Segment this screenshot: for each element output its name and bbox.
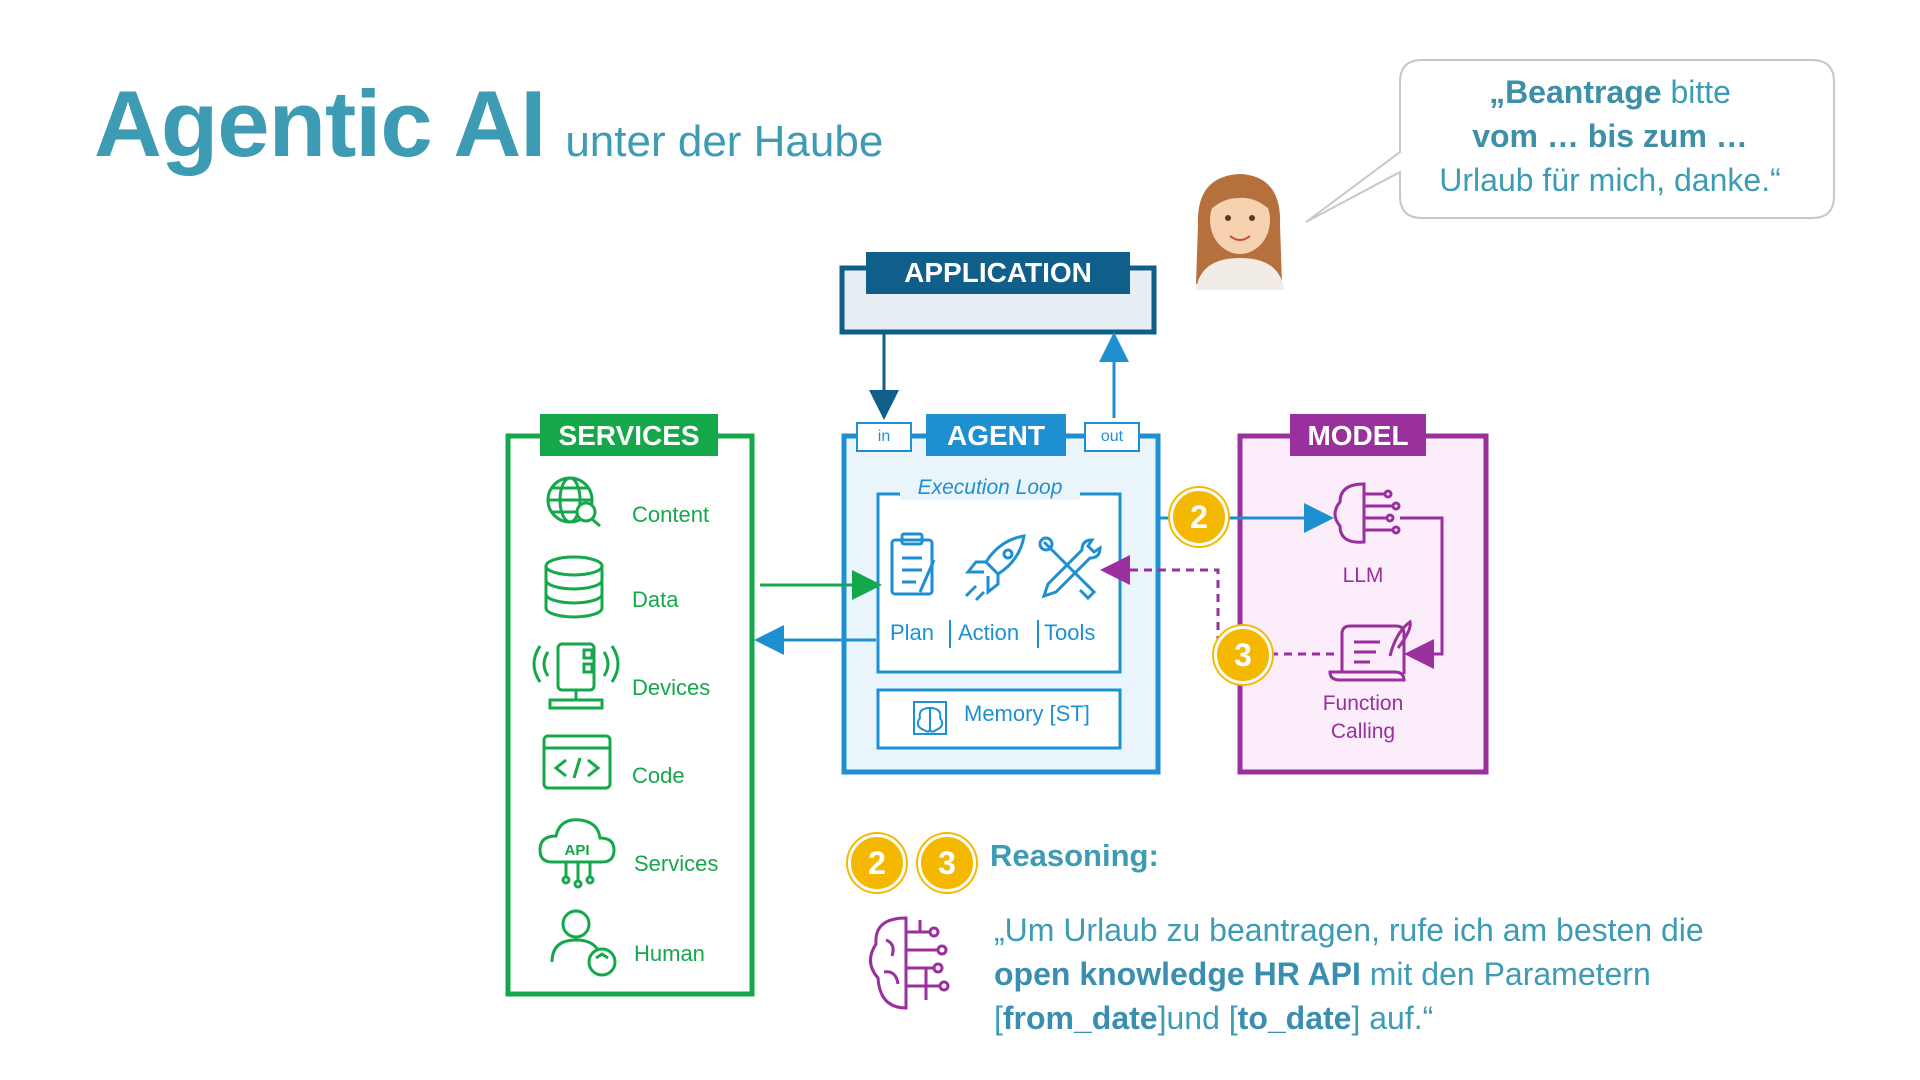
bubble-plain-2: Urlaub für mich, danke.“ <box>1439 162 1781 198</box>
reasoning-t2: open knowledge HR API <box>994 956 1361 992</box>
brain-memory-icon <box>913 701 947 735</box>
model-header: MODEL <box>1290 414 1426 456</box>
service-content: Content <box>540 480 740 550</box>
brain-llm-icon <box>1333 482 1401 544</box>
services-header: SERVICES <box>540 414 718 456</box>
step-badge-2: 2 <box>1170 488 1228 546</box>
out-tag: out <box>1084 422 1140 452</box>
title-sub: unter der Haube <box>565 117 884 166</box>
service-label: Code <box>632 763 685 788</box>
reasoning-t4: from_date <box>1002 1000 1158 1036</box>
function-label-2: Calling <box>1330 720 1396 743</box>
database-icon <box>544 555 604 619</box>
speech-bubble <box>1305 59 1835 223</box>
bubble-emph-2: vom … bis zum … <box>1472 118 1748 154</box>
reasoning-badge-2: 2 <box>848 834 906 892</box>
reasoning-t1: „Um Urlaub zu beantragen, rufe ich am be… <box>994 912 1704 948</box>
service-label: Devices <box>632 675 711 700</box>
llm-label: LLM <box>1342 564 1384 587</box>
brain-reasoning-icon <box>869 916 950 1010</box>
plan-label: Plan <box>890 620 935 645</box>
code-icon <box>542 734 612 790</box>
globe-search-icon <box>546 476 601 528</box>
application-header: APPLICATION <box>866 252 1130 294</box>
reasoning-t7: ] auf.“ <box>1351 1000 1434 1036</box>
service-code: Code <box>540 741 740 811</box>
rocket-action-icon <box>964 534 1026 602</box>
slide-title: Agentic AI unter der Haube <box>94 70 883 178</box>
svg-text:API: API <box>564 842 589 859</box>
llm-to-function-arrow <box>1400 516 1444 669</box>
person-avatar <box>1196 174 1284 290</box>
memory-label: Memory [ST] <box>964 701 1090 726</box>
service-devices: Devices <box>540 653 740 723</box>
human-icon <box>550 909 617 977</box>
device-icon <box>532 642 620 710</box>
scroll-function-icon <box>1328 619 1412 682</box>
tools-icon <box>1038 536 1102 601</box>
execution-loop-label: Execution Loop <box>900 476 1080 500</box>
service-label: Services <box>634 851 719 876</box>
service-human: Human <box>540 919 740 989</box>
service-services: Services <box>540 829 740 899</box>
speech-bubble-text: „Beantrage bitte vom … bis zum … Urlaub … <box>1400 70 1820 202</box>
service-label: Content <box>632 502 710 527</box>
service-data: Data <box>540 565 740 635</box>
api-cloud-icon <box>538 818 616 889</box>
service-label: Data <box>632 587 679 612</box>
step-badge-3: 3 <box>1214 626 1272 684</box>
tools-label: Tools <box>1044 620 1096 645</box>
service-label: Human <box>634 941 705 966</box>
bubble-plain-1: bitte <box>1661 74 1731 110</box>
reasoning-t5: ]und [ <box>1157 1000 1238 1036</box>
reasoning-label: Reasoning: <box>990 838 1159 873</box>
in-tag: in <box>856 422 912 452</box>
action-label: Action <box>958 620 1020 645</box>
reasoning-t6: to_date <box>1237 1000 1352 1036</box>
bubble-emph-1: „Beantrage <box>1489 74 1662 110</box>
reasoning-text: „Um Urlaub zu beantragen, rufe ich am be… <box>994 908 1754 1040</box>
clipboard-plan-icon <box>890 532 936 596</box>
reasoning-badge-3: 3 <box>918 834 976 892</box>
title-main: Agentic AI <box>94 71 546 176</box>
function-label-1: Function <box>1322 692 1404 715</box>
reasoning-t3: mit den Parametern [ <box>994 956 1651 1036</box>
function-to-tools-dashed-arrow <box>1100 555 1334 656</box>
agent-header: AGENT <box>926 414 1066 456</box>
